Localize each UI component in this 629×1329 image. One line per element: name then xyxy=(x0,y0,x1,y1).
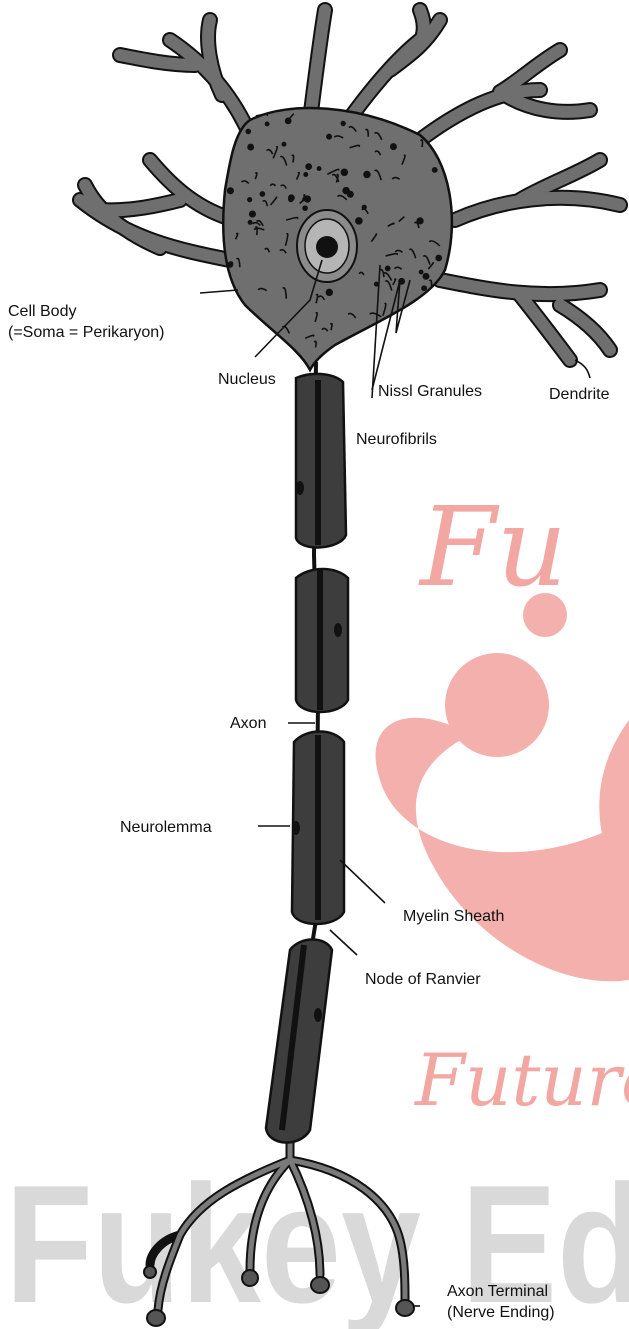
myelin-sheath xyxy=(266,374,348,1143)
nissl-granule xyxy=(227,187,234,194)
watermark-script-top: Fu xyxy=(418,483,567,611)
nissl-granule xyxy=(421,285,427,291)
nissl-granule xyxy=(355,217,363,225)
nissl-granule xyxy=(341,121,346,126)
nissl-granule xyxy=(247,197,252,202)
nissl-granule xyxy=(249,210,256,217)
nissl-granule xyxy=(419,270,424,275)
nissl-granule xyxy=(281,142,286,147)
nissl-granule xyxy=(435,255,442,262)
nissl-granule xyxy=(260,191,266,197)
nissl-granule xyxy=(248,220,253,225)
label-node-of-ranvier: Node of Ranvier xyxy=(365,971,481,988)
label-nissl-granules: Nissl Granules xyxy=(378,383,482,400)
nissl-granule xyxy=(303,172,308,177)
nissl-granule xyxy=(247,144,254,151)
label-neurolemma: Neurolemma xyxy=(120,819,212,836)
label-axon: Axon xyxy=(230,715,266,732)
nissl-granule xyxy=(302,205,308,211)
label-axon-terminal-nerve-ending: (Nerve Ending) xyxy=(447,1304,555,1321)
nissl-granule xyxy=(423,273,430,280)
nissl-granule xyxy=(245,129,251,135)
nissl-granule xyxy=(317,166,322,171)
nissl-granule xyxy=(326,289,333,296)
nissl-granule xyxy=(390,143,397,150)
watermark-script-bottom: Future xyxy=(413,1038,629,1122)
nissl-granule xyxy=(342,187,349,194)
label-axon-terminal: Axon Terminal xyxy=(447,1283,548,1300)
nissl-granule xyxy=(305,163,312,170)
label-nucleus: Nucleus xyxy=(218,371,276,388)
label-dendrite: Dendrite xyxy=(549,386,610,403)
label-myelin-sheath: Myelin Sheath xyxy=(403,908,504,925)
nissl-granule xyxy=(341,169,349,177)
nissl-granule xyxy=(288,197,293,202)
nissl-granule xyxy=(265,122,270,127)
label-neurofibrils: Neurofibrils xyxy=(356,431,437,448)
label-cell-body-synonyms: (=Soma = Perikaryon) xyxy=(8,324,165,341)
nissl-granule xyxy=(432,167,438,173)
label-cell-body: Cell Body xyxy=(8,303,76,320)
nissl-granule xyxy=(228,261,233,266)
nissl-granule xyxy=(385,266,391,272)
nucleus xyxy=(297,210,357,282)
nissl-granule xyxy=(363,171,370,178)
nissl-granule xyxy=(326,134,332,140)
